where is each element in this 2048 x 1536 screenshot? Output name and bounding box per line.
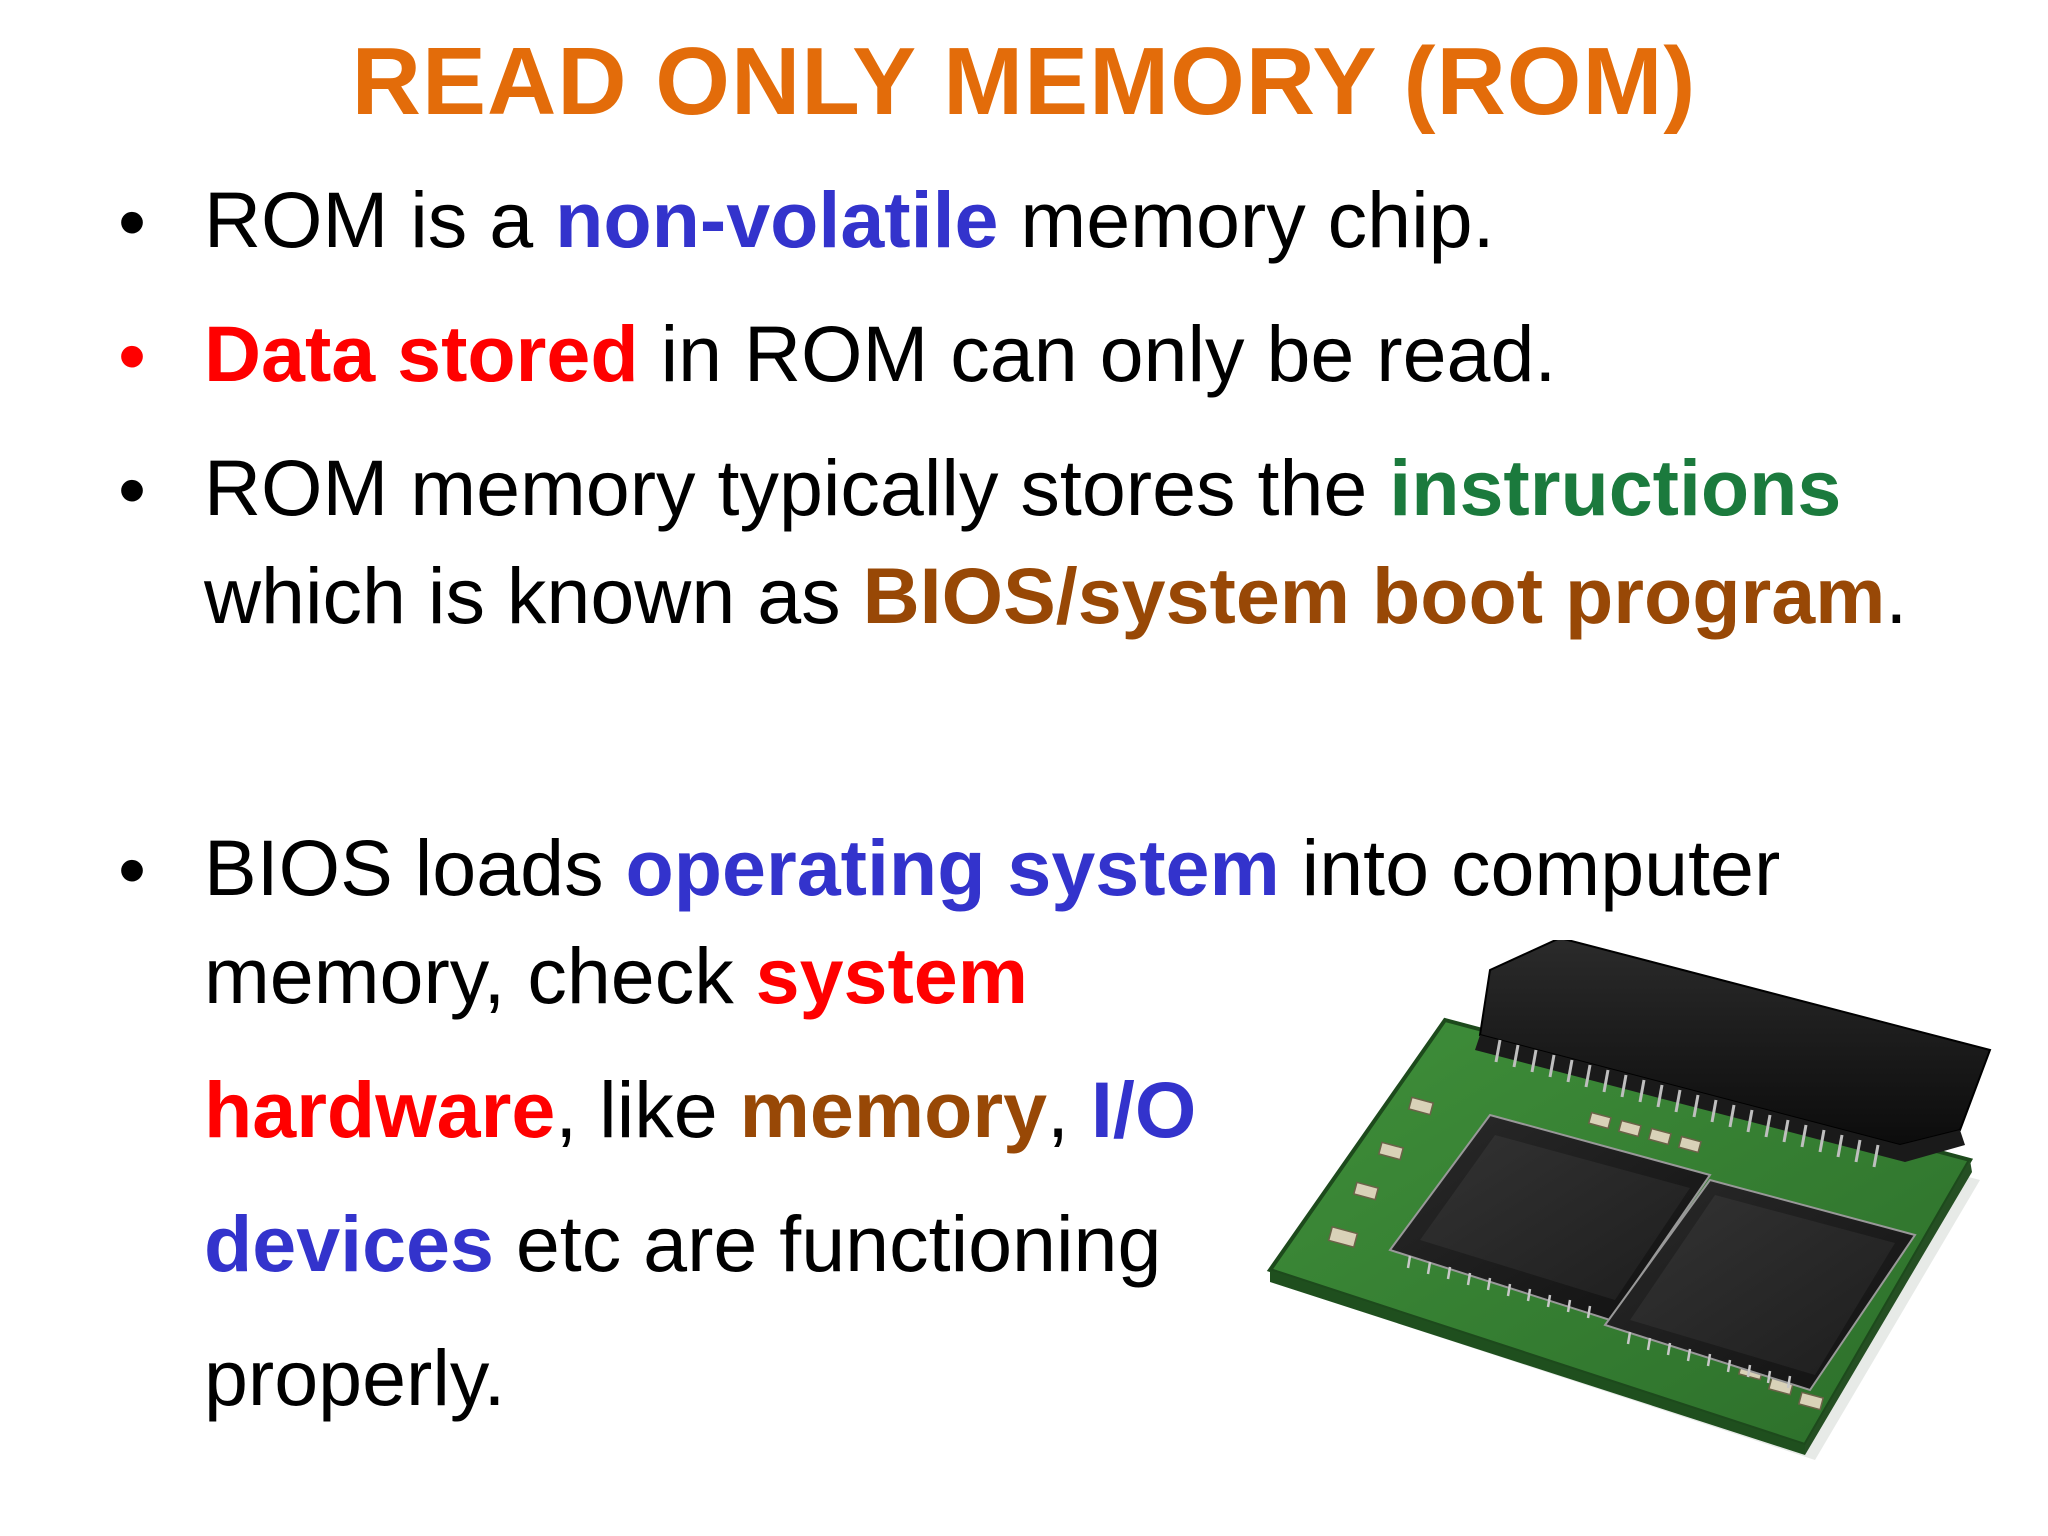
highlight-bios-boot-program: BIOS/system boot program: [862, 551, 1886, 640]
bullet-1-text-b: memory chip.: [998, 175, 1495, 264]
bullet-marker-1: •: [118, 177, 147, 266]
bullet-1-line-1: ROM is a non-volatile memory chip.: [204, 172, 1495, 268]
bullet-1-text-a: ROM is a: [204, 175, 556, 264]
bullet-4-text-g: properly.: [204, 1333, 506, 1422]
bullet-4-text-e: ,: [1047, 1065, 1091, 1154]
highlight-data-stored: Data stored: [204, 309, 639, 398]
bullet-2-line-1: Data stored in ROM can only be read.: [204, 306, 1556, 402]
highlight-hardware: hardware: [204, 1065, 556, 1154]
bullet-3-text-a: ROM memory typically stores the: [204, 443, 1390, 532]
highlight-io: I/O: [1090, 1065, 1197, 1154]
bullet-4-line-4: devices etc are functioning: [204, 1196, 1161, 1292]
bullet-4-line-3: hardware, like memory, I/O: [204, 1062, 1196, 1158]
highlight-system: system: [755, 931, 1028, 1020]
highlight-non-volatile: non-volatile: [555, 175, 999, 264]
bullet-4-text-b: into computer: [1279, 823, 1781, 912]
bullet-marker-2: •: [118, 311, 147, 400]
highlight-instructions: instructions: [1389, 443, 1842, 532]
bullet-4-line-1: BIOS loads operating system into compute…: [204, 820, 1780, 916]
slide-title: READ ONLY MEMORY (ROM): [351, 28, 1697, 135]
bullet-3-text-b: which is known as: [204, 551, 863, 640]
highlight-devices: devices: [204, 1199, 494, 1288]
bullet-marker-3: •: [118, 445, 147, 534]
memory-chip-board-icon: [1266, 940, 1992, 1460]
bullet-4-text-f: etc are functioning: [493, 1199, 1162, 1288]
bullet-4-line-5: properly.: [204, 1330, 506, 1426]
bullet-marker-4: •: [118, 825, 147, 914]
bullet-3-text-c: .: [1885, 551, 1908, 640]
bullet-3-line-2: which is known as BIOS/system boot progr…: [204, 548, 1907, 644]
bullet-4-text-d: , like: [555, 1065, 740, 1154]
highlight-operating-system: operating system: [625, 823, 1280, 912]
bullet-4-line-2: memory, check system: [204, 928, 1028, 1024]
bullet-4-text-a: BIOS loads: [204, 823, 626, 912]
bullet-2-text-a: in ROM can only be read.: [638, 309, 1557, 398]
highlight-memory: memory: [739, 1065, 1048, 1154]
bullet-4-text-c: memory, check: [204, 931, 756, 1020]
bullet-3-line-1: ROM memory typically stores the instruct…: [204, 440, 1841, 536]
